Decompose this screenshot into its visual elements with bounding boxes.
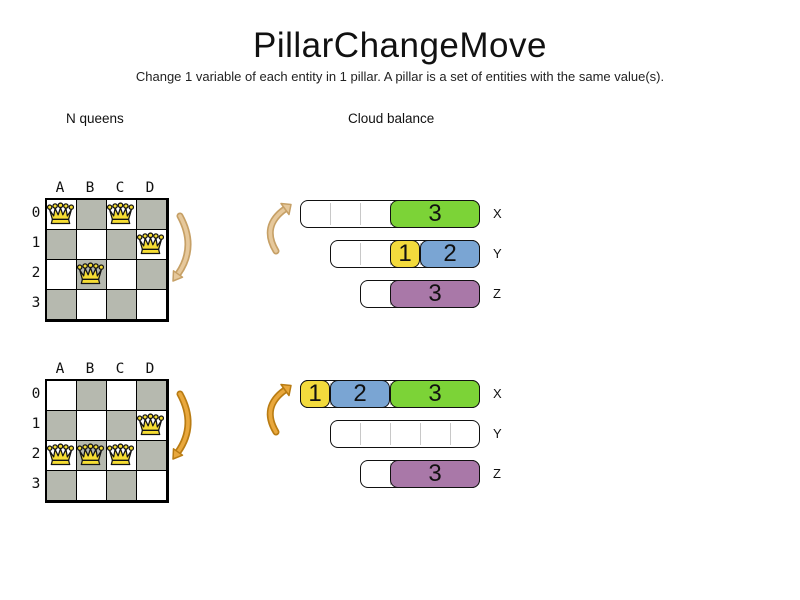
row-label: 0 [31,386,41,402]
process-segment-green: 3 [390,200,480,228]
board-cell [47,260,77,290]
board-cell [137,200,167,230]
chess-board [45,379,169,503]
nqueens-board-before: A B C D 0 1 2 3 [29,181,189,326]
row-label: 3 [31,476,41,492]
queen-icon [46,201,74,225]
board-cell [47,471,77,501]
nqueens-board-after: A B C D 0 1 2 3 [29,362,189,507]
board-cell [107,381,137,411]
board-cell [47,290,77,320]
board-cell [137,290,167,320]
board-cell [77,230,107,260]
row-label: 1 [31,235,41,251]
board-cell [137,381,167,411]
row-label: 1 [31,416,41,432]
board-cell [137,441,167,471]
bar-cell-divider [420,423,421,445]
board-cell [47,381,77,411]
page-title: PillarChangeMove [253,26,547,65]
bar-cell-divider [330,203,331,225]
column-label: A [55,180,65,196]
computer-label: Y [493,246,502,261]
bar-cell-divider [390,423,391,445]
computer-label: Z [493,466,501,481]
column-label: D [145,180,155,196]
board-cell [77,381,107,411]
row-label: 0 [31,205,41,221]
queen-icon [136,231,164,255]
cloud-row: Y [300,420,515,448]
queen-icon [76,442,104,466]
queen-icon [106,201,134,225]
board-cell [47,230,77,260]
process-segment-yellow: 1 [300,380,330,408]
computer-label: X [493,206,502,221]
board-cell [77,290,107,320]
move-arrow-up-icon [266,202,292,255]
queen-icon [136,412,164,436]
board-cell [77,411,107,441]
move-arrow-down-icon [172,390,192,460]
board-cell [47,411,77,441]
column-label: A [55,361,65,377]
section-label-cloud: Cloud balance [348,111,435,126]
section-label-nqueens: N queens [66,111,124,126]
board-cell [77,200,107,230]
bar-cell-divider [360,203,361,225]
bar-cell-divider [360,243,361,265]
move-arrow-up-icon [266,383,292,436]
process-segment-purple: 3 [390,280,480,308]
board-cell [107,471,137,501]
board-cell [137,260,167,290]
row-label: 3 [31,295,41,311]
process-segment-yellow: 1 [390,240,420,268]
column-label: B [85,361,95,377]
column-label: D [145,361,155,377]
board-cell [107,411,137,441]
computer-label: Z [493,286,501,301]
computer-label: Y [493,426,502,441]
board-cell [137,471,167,501]
process-segment-blue: 2 [330,380,390,408]
queen-icon [106,442,134,466]
bar-cell-divider [450,423,451,445]
page-subtitle: Change 1 variable of each entity in 1 pi… [135,69,665,84]
computer-capacity-bar [330,420,480,448]
board-cell [77,471,107,501]
board-cell [107,260,137,290]
row-label: 2 [31,446,41,462]
board-cell [107,290,137,320]
process-segment-green: 3 [390,380,480,408]
column-label: C [115,361,125,377]
queen-icon [46,442,74,466]
board-cell [107,230,137,260]
process-segment-purple: 3 [390,460,480,488]
row-label: 2 [31,265,41,281]
bar-cell-divider [360,423,361,445]
process-segment-blue: 2 [420,240,480,268]
move-arrow-down-icon [172,212,192,282]
column-label: B [85,180,95,196]
queen-icon [76,261,104,285]
column-label: C [115,180,125,196]
computer-label: X [493,386,502,401]
